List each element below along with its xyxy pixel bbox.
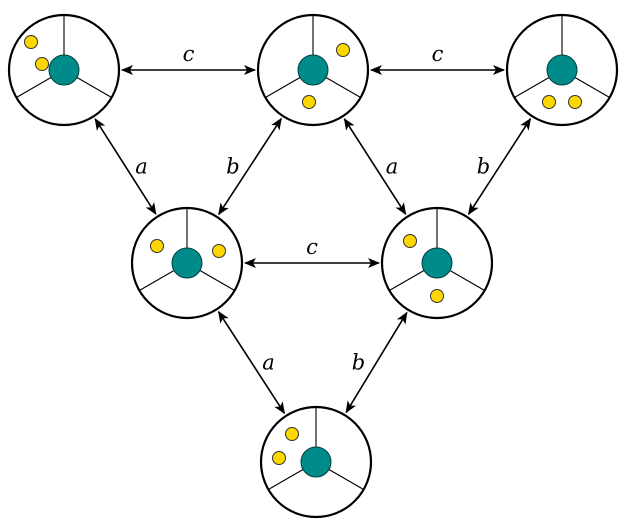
edge-label-n2-n5: a bbox=[386, 155, 399, 179]
edge-arrow-n4-n6 bbox=[217, 310, 286, 415]
state-node-n6 bbox=[259, 405, 373, 519]
center-disk bbox=[297, 54, 329, 86]
edge-label-n1-n2: c bbox=[183, 42, 195, 66]
edge-label-n2-n4: b bbox=[226, 155, 239, 179]
token-ball bbox=[542, 95, 556, 109]
token-ball bbox=[403, 234, 417, 248]
edge-arrow-n1-n4 bbox=[94, 118, 157, 215]
state-node-n4 bbox=[130, 206, 244, 320]
center-disk bbox=[48, 54, 80, 86]
state-node-n1 bbox=[7, 13, 121, 127]
token-ball bbox=[35, 57, 49, 71]
edge-label-n5-n6: b bbox=[352, 351, 365, 375]
state-node-n3 bbox=[505, 13, 619, 127]
token-ball bbox=[24, 35, 38, 49]
edge-label-n1-n4: a bbox=[135, 155, 148, 179]
edges: c c a b a b c a b bbox=[94, 42, 532, 415]
token-ball bbox=[212, 244, 226, 258]
edge-arrow-n5-n6 bbox=[345, 311, 408, 414]
edge-arrow-n2-n4 bbox=[218, 117, 282, 216]
token-ball bbox=[568, 95, 582, 109]
token-ball bbox=[430, 289, 444, 303]
nodes bbox=[7, 13, 619, 519]
token-ball bbox=[272, 451, 286, 465]
state-node-n2 bbox=[256, 13, 370, 127]
token-ball bbox=[336, 43, 350, 57]
token-ball bbox=[302, 95, 316, 109]
token-ball bbox=[150, 239, 164, 253]
edge-arrow-n3-n5 bbox=[467, 117, 532, 216]
edge-label-n3-n5: b bbox=[477, 155, 490, 179]
edge-label-n4-n6: a bbox=[262, 351, 275, 375]
edge-label-n2-n3: c bbox=[432, 42, 444, 66]
edge-arrow-n2-n5 bbox=[343, 117, 407, 216]
center-disk bbox=[421, 247, 453, 279]
center-disk bbox=[300, 446, 332, 478]
token-ball bbox=[285, 427, 299, 441]
center-disk bbox=[546, 54, 578, 86]
state-node-n5 bbox=[380, 206, 494, 320]
edge-label-n4-n5: c bbox=[306, 235, 318, 259]
center-disk bbox=[171, 247, 203, 279]
